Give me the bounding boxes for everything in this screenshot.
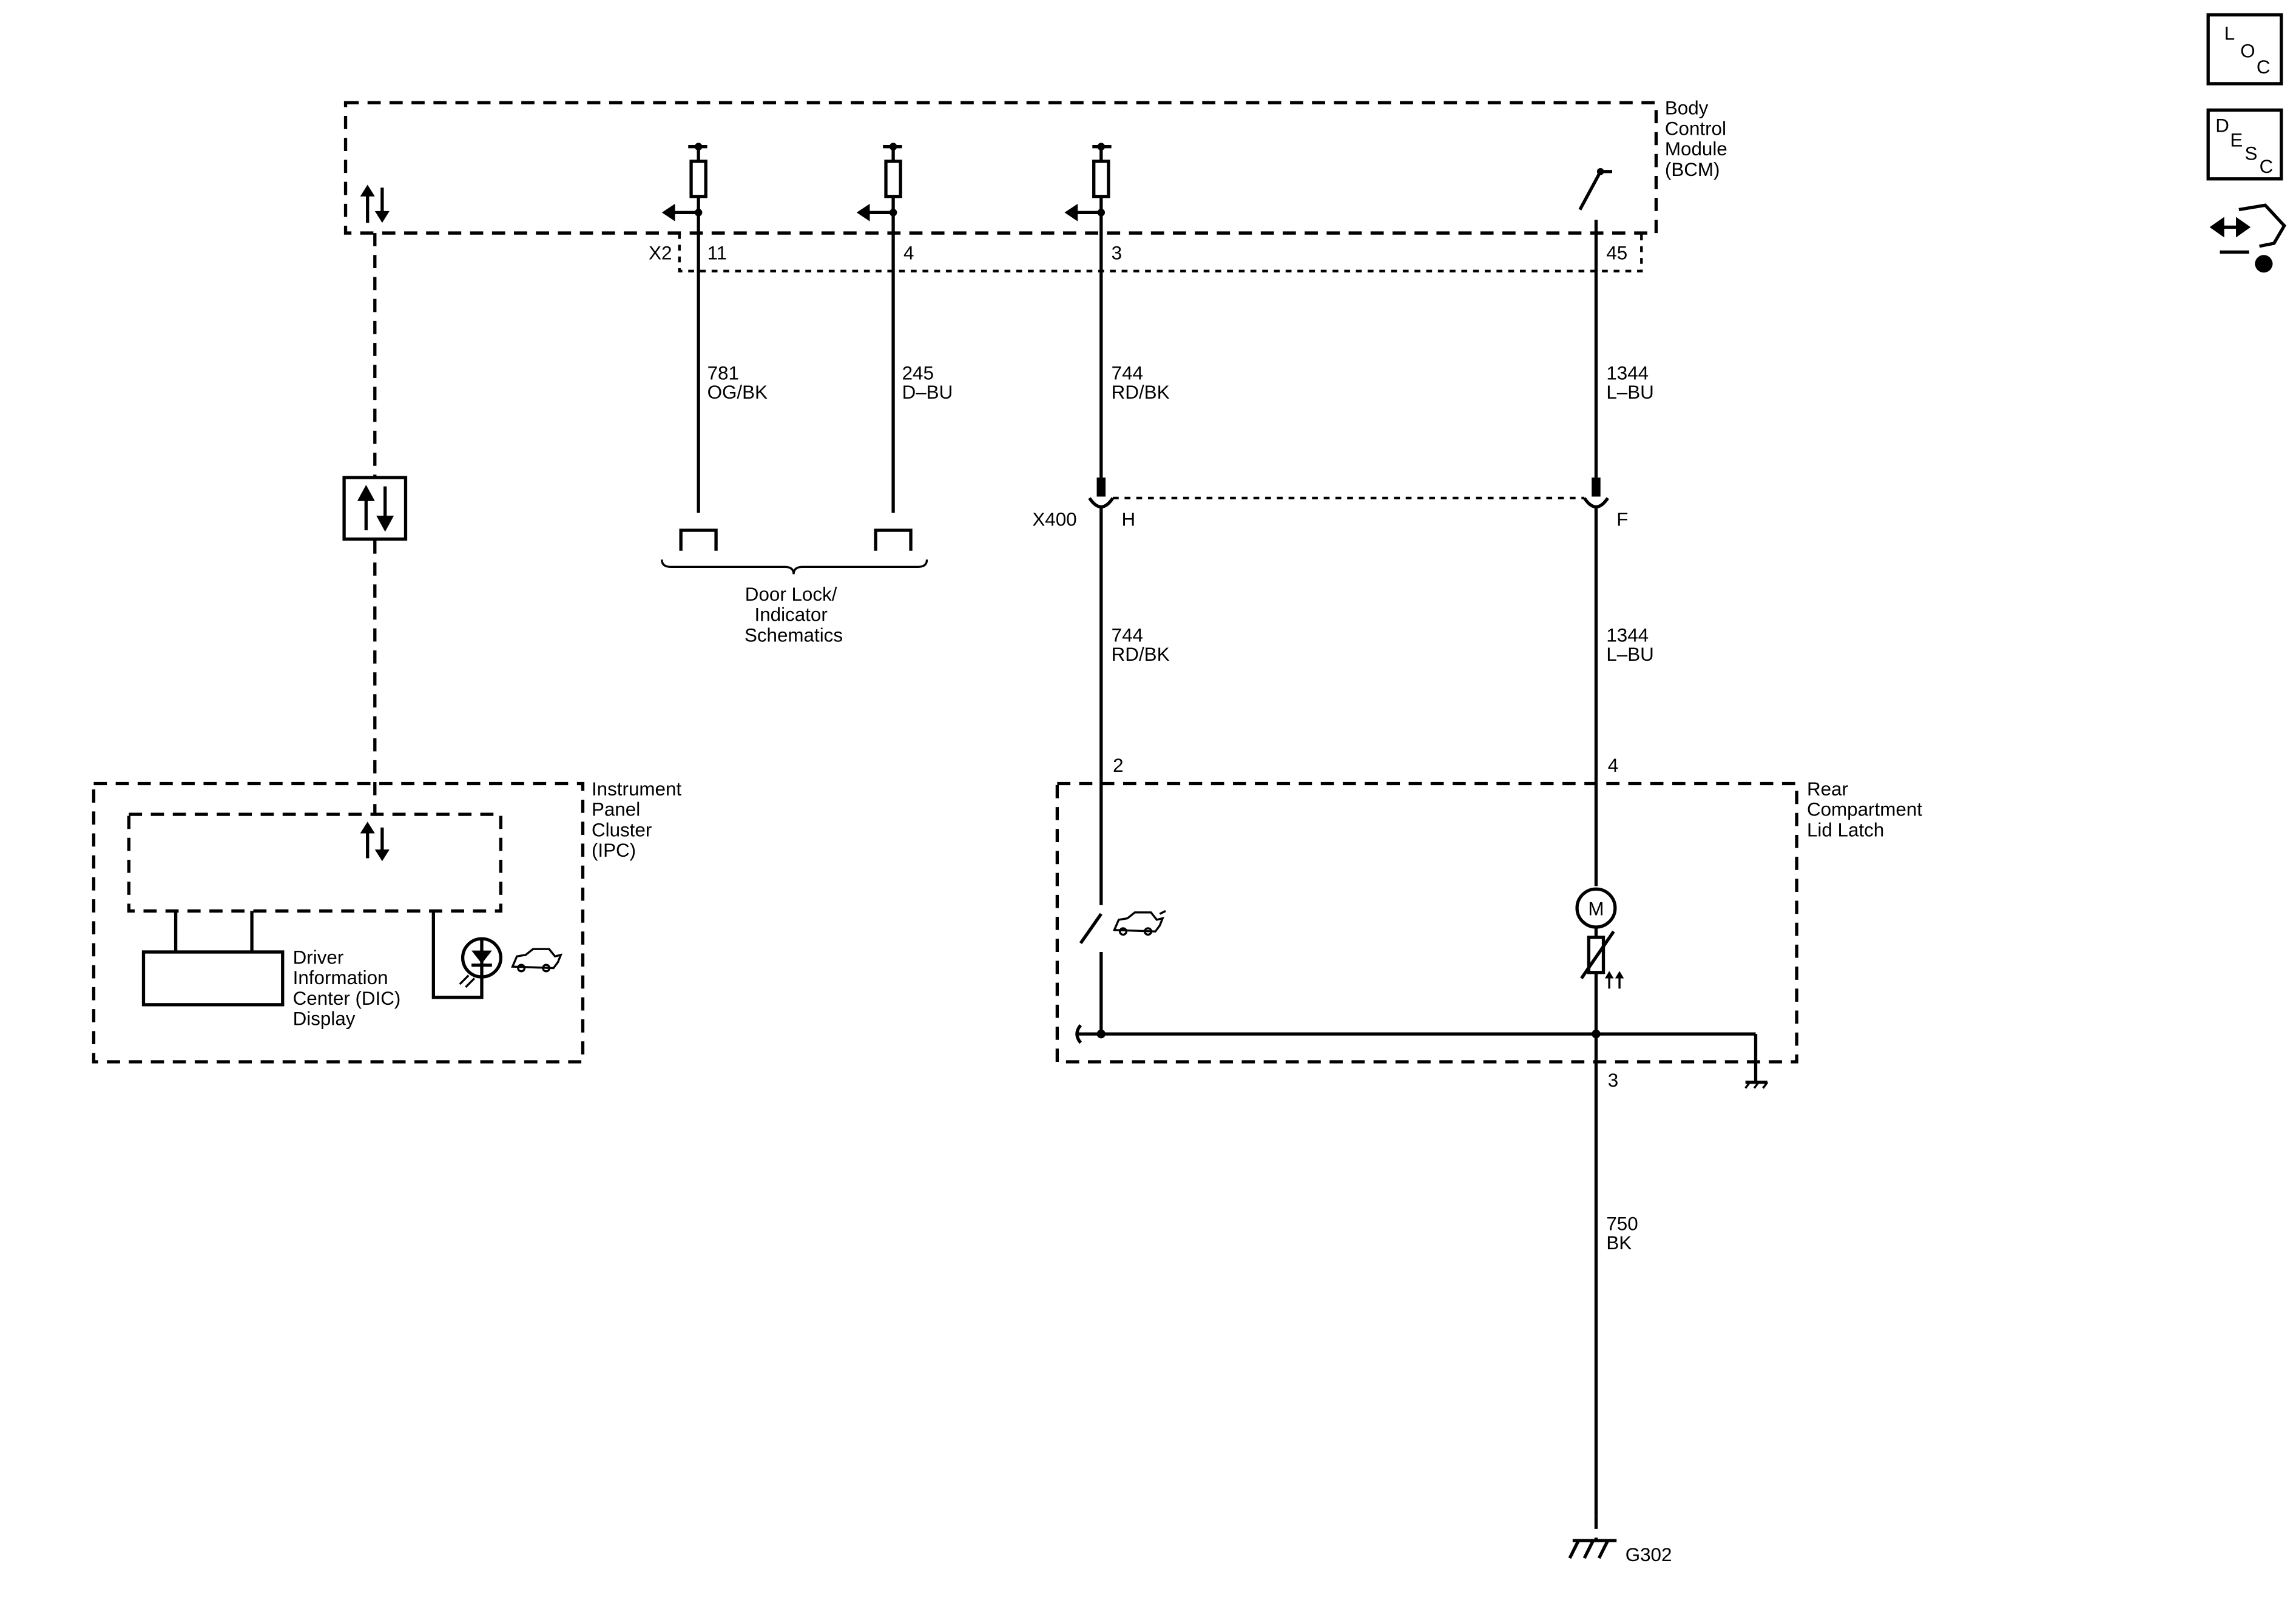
indicator-lamp-icon[interactable] (431, 911, 502, 999)
serial-data-icon (360, 184, 390, 223)
svg-text:C: C (2257, 56, 2271, 78)
svg-text:C: C (2260, 156, 2274, 177)
bcm-output-11[interactable] (661, 143, 707, 513)
bcm-output-3[interactable] (1064, 143, 1112, 478)
wire-label-1344-upper: 1344 L–BU (1606, 362, 1653, 402)
ground-label: G302 (1626, 1544, 1672, 1565)
svg-text:O: O (2240, 40, 2255, 61)
latch-pin-4: 4 (1608, 755, 1618, 776)
motor-icon[interactable]: M (1575, 887, 1624, 1516)
x400-pin-f: F (1616, 509, 1628, 530)
desc-icon[interactable]: D E S C (2206, 108, 2283, 181)
bcm-pin-45: 45 (1606, 243, 1627, 264)
connector-view-icon[interactable] (2209, 203, 2286, 273)
latch-pin-2: 2 (1113, 755, 1123, 776)
ground-icon[interactable] (1568, 1539, 1617, 1559)
wire-label-750: 750 BK (1606, 1213, 1643, 1254)
bcm-pin-11: 11 (707, 243, 728, 264)
latch-ajar-switch[interactable] (1079, 905, 1110, 952)
bcm-label: Body Control Module (BCM) (1665, 98, 1733, 180)
dic-label: Driver Information Center (DIC) Display (293, 947, 406, 1029)
door-lock-reference[interactable]: Door Lock/ Indicator Schematics (661, 528, 928, 646)
ipc-module[interactable]: Instrument Panel Cluster (IPC) (92, 778, 687, 1064)
latch-label: Rear Compartment Lid Latch (1807, 778, 1928, 841)
svg-text:D: D (2215, 115, 2229, 137)
rear-compartment-latch[interactable]: Rear Compartment Lid Latch (1055, 778, 1928, 1064)
bcm-output-4[interactable] (856, 143, 902, 513)
motor-label: M (1588, 899, 1604, 920)
trunk-lid-icon (1112, 910, 1166, 936)
bcm-module[interactable]: Body Control Module (BCM) (343, 98, 1733, 273)
loc-icon[interactable]: L O C (2206, 13, 2283, 86)
dic-display[interactable]: Driver Information Center (DIC) Display (141, 911, 407, 1030)
latch-ground-bus (1075, 1024, 1769, 1089)
wire-label-744-upper: 744 RD/BK (1112, 362, 1170, 402)
svg-text:E: E (2230, 130, 2243, 151)
x400-label: X400 (1032, 509, 1076, 530)
x400-pin-h: H (1122, 509, 1136, 530)
ipc-serial-data-icon (360, 822, 390, 862)
bcm-pin-3: 3 (1112, 243, 1122, 264)
wire-label-245: 245 D–BU (902, 362, 953, 402)
ipc-trunk-icon (511, 948, 563, 973)
serial-data-gateway-icon[interactable] (342, 476, 408, 541)
latch-pin-3: 3 (1608, 1070, 1618, 1091)
bcm-switch-45[interactable] (1578, 167, 1613, 478)
ipc-label: Instrument Panel Cluster (IPC) (592, 778, 687, 861)
wire-label-781: 781 OG/BK (707, 362, 768, 402)
bcm-pin-4: 4 (903, 243, 914, 264)
svg-text:S: S (2245, 143, 2258, 164)
svg-text:L: L (2224, 23, 2235, 44)
wire-label-1344-lower: 1344 L–BU (1606, 624, 1653, 664)
x400-connector[interactable] (1088, 478, 1609, 1034)
wire-label-744-lower: 744 RD/BK (1112, 624, 1170, 664)
door-lock-label: Door Lock/ Indicator Schematics (745, 584, 843, 646)
bcm-connector-label: X2 (649, 243, 672, 264)
